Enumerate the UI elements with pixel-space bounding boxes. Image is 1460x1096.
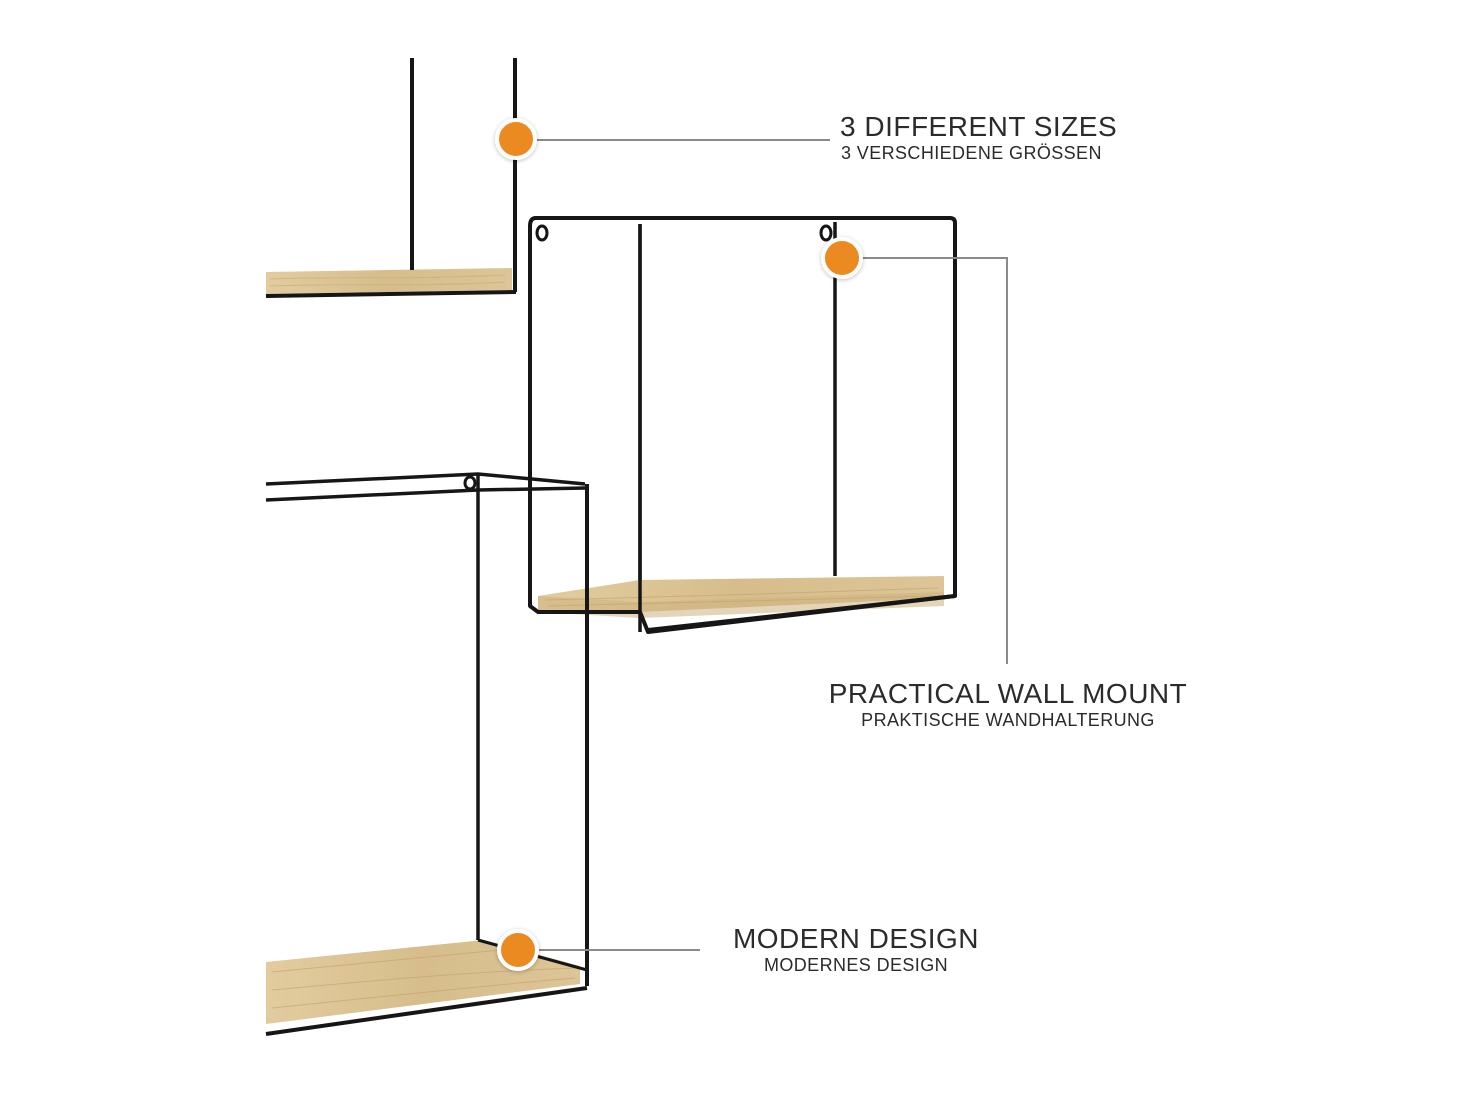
shelf-bottom-bottom-bar [265, 986, 588, 1036]
shelf-bottom-board-grain [271, 949, 576, 1009]
shelf-middle-mount-hook-right [819, 224, 833, 242]
shelf-middle-bottom-bar [647, 594, 956, 632]
shelf-top-board-grain [269, 274, 506, 287]
shelf-top-frame-bottom-bar [265, 290, 517, 298]
feature-subtitle-sizes: 3 VERSCHIEDENE GRÖSSEN [841, 143, 1102, 163]
shelf-top-board [266, 268, 512, 294]
shelf-middle [528, 216, 957, 634]
feature-subtitle-wall-mount: PRAKTISCHE WANDHALTERUNG [861, 710, 1155, 730]
shelf-middle-board-grain [544, 587, 939, 607]
feature-label-wall-mount: PRACTICAL WALL MOUNT PRAKTISCHE WANDHALT… [822, 679, 1194, 731]
marker-dot-mount [821, 237, 863, 279]
feature-label-design: MODERN DESIGN MODERNES DESIGN [728, 924, 984, 976]
callout-lines [534, 139, 1008, 951]
callout-markers [495, 118, 863, 971]
callout-line-mount [860, 257, 1008, 664]
feature-label-sizes: 3 DIFFERENT SIZES 3 VERSCHIEDENE GRÖSSEN [840, 112, 1117, 164]
shelf-middle-back-frame [638, 222, 837, 580]
shelf-bottom-top-rails [265, 472, 586, 502]
feature-title-wall-mount: PRACTICAL WALL MOUNT [828, 678, 1188, 709]
marker-dot-design [497, 929, 539, 971]
feature-subtitle-design: MODERNES DESIGN [763, 955, 949, 975]
shelf-bottom-mount-hook [463, 475, 477, 491]
shelf-top [265, 58, 517, 298]
feature-title-sizes: 3 DIFFERENT SIZES [840, 111, 1118, 142]
feature-title-design: MODERN DESIGN [732, 923, 980, 954]
shelf-middle-mount-hook-left [535, 224, 549, 242]
shelf-middle-front-frame [528, 216, 957, 634]
marker-dot-sizes [495, 118, 537, 160]
